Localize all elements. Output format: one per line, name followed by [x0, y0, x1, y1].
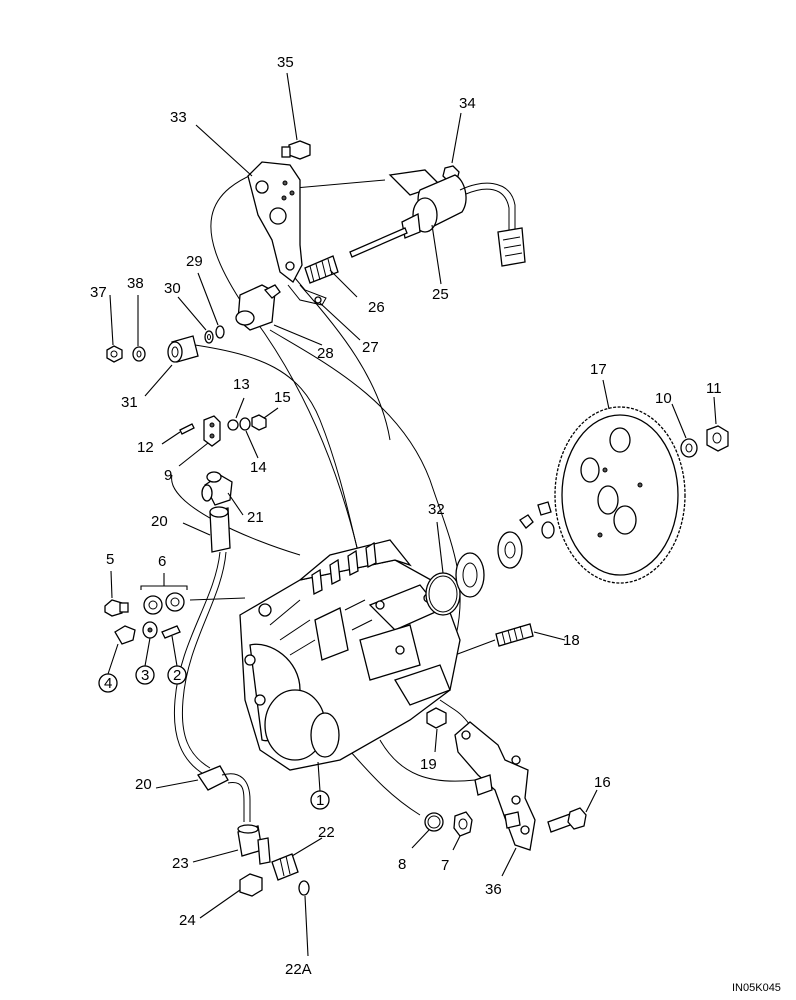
- part-10-washer: [680, 438, 698, 458]
- callout-22a: 22A: [285, 961, 312, 978]
- callout-17: 17: [590, 361, 607, 378]
- callout-18: 18: [563, 632, 580, 649]
- part-22a-o-ring: [298, 880, 310, 896]
- callout-4: 4: [104, 675, 112, 692]
- callout-7: 7: [441, 857, 449, 874]
- part-20-upper-pipe: [173, 506, 231, 776]
- callout-3: 3: [141, 667, 149, 684]
- part-16-bolt: [547, 807, 587, 833]
- callout-11: 11: [706, 380, 722, 397]
- part-35-bolt: [281, 140, 311, 160]
- part-13-washer: [227, 419, 239, 431]
- callout-37: 37: [90, 284, 107, 301]
- callout-14: 14: [250, 459, 267, 476]
- part-33-bracket: [247, 161, 303, 283]
- part-2-screw: [161, 625, 181, 639]
- part-9-clamp: [203, 415, 221, 447]
- part-17-gear: [554, 406, 686, 584]
- callout-30: 30: [164, 280, 181, 297]
- callout-labels: 35 34 33 25 26 27 28 29 30 37 38 31 13 1…: [90, 54, 722, 978]
- part-28-lever: [235, 284, 281, 331]
- callout-32: 32: [428, 501, 445, 518]
- part-4-fitting: [114, 625, 136, 645]
- callout-19: 19: [420, 756, 437, 773]
- callout-24: 24: [179, 912, 196, 929]
- part-32-o-ring: [425, 572, 461, 616]
- part-23-tee-fitting: [237, 824, 271, 865]
- callout-36: 36: [485, 881, 502, 898]
- part-19-nut: [426, 707, 447, 729]
- callout-13: 13: [233, 376, 250, 393]
- callout-10: 10: [655, 390, 672, 407]
- callout-16: 16: [594, 774, 611, 791]
- callout-27: 27: [362, 339, 379, 356]
- part-36-bracket: [454, 721, 536, 851]
- part-21-elbow: [201, 471, 233, 506]
- part-11-nut: [706, 425, 729, 452]
- callout-2: 2: [173, 667, 181, 684]
- part-5-bolt: [104, 599, 129, 617]
- part-18-stud: [495, 623, 534, 647]
- callout-21: 21: [247, 509, 264, 526]
- part-25-solenoid: [349, 169, 526, 267]
- part-20-lower-pipe: [197, 765, 251, 822]
- callout-9: 9: [164, 467, 172, 484]
- gear-hub-parts: [455, 501, 555, 598]
- part-6-washers: [143, 592, 185, 615]
- callout-1: 1: [316, 792, 324, 809]
- part-7-plug: [453, 811, 473, 837]
- callout-33: 33: [170, 109, 187, 126]
- part-27-clip: [287, 277, 327, 306]
- part-31-sleeve: [167, 335, 199, 363]
- callout-38: 38: [127, 275, 144, 292]
- part-24-nut: [239, 873, 263, 897]
- callout-15: 15: [274, 389, 291, 406]
- callout-29: 29: [186, 253, 203, 270]
- callout-20-upper: 20: [151, 513, 168, 530]
- callout-28: 28: [317, 345, 334, 362]
- callout-20-lower: 20: [135, 776, 152, 793]
- callout-6: 6: [158, 553, 166, 570]
- part-8-o-ring: [424, 812, 444, 832]
- part-1-injection-pump: [239, 539, 461, 771]
- leader-lines: [107, 72, 717, 957]
- part-37-nut: [106, 345, 123, 363]
- part-30-washer: [204, 330, 214, 344]
- callout-35: 35: [277, 54, 294, 71]
- part-22-connector: [271, 853, 299, 881]
- callout-31: 31: [121, 394, 138, 411]
- part-3-washer: [142, 621, 158, 639]
- callout-5: 5: [106, 551, 114, 568]
- part-26-spring: [304, 255, 339, 284]
- part-15-nut: [251, 414, 267, 431]
- callout-34: 34: [459, 95, 476, 112]
- part-38-washer: [132, 346, 146, 362]
- callout-25: 25: [432, 286, 449, 303]
- callout-22: 22: [318, 824, 335, 841]
- part-14-washer: [239, 417, 251, 431]
- figure-code: IN05K045: [732, 982, 781, 994]
- callout-8: 8: [398, 856, 406, 873]
- part-12-screw: [179, 423, 195, 435]
- callout-23: 23: [172, 855, 189, 872]
- callout-26: 26: [368, 299, 385, 316]
- callout-12: 12: [137, 439, 154, 456]
- part-29-washer: [215, 325, 225, 339]
